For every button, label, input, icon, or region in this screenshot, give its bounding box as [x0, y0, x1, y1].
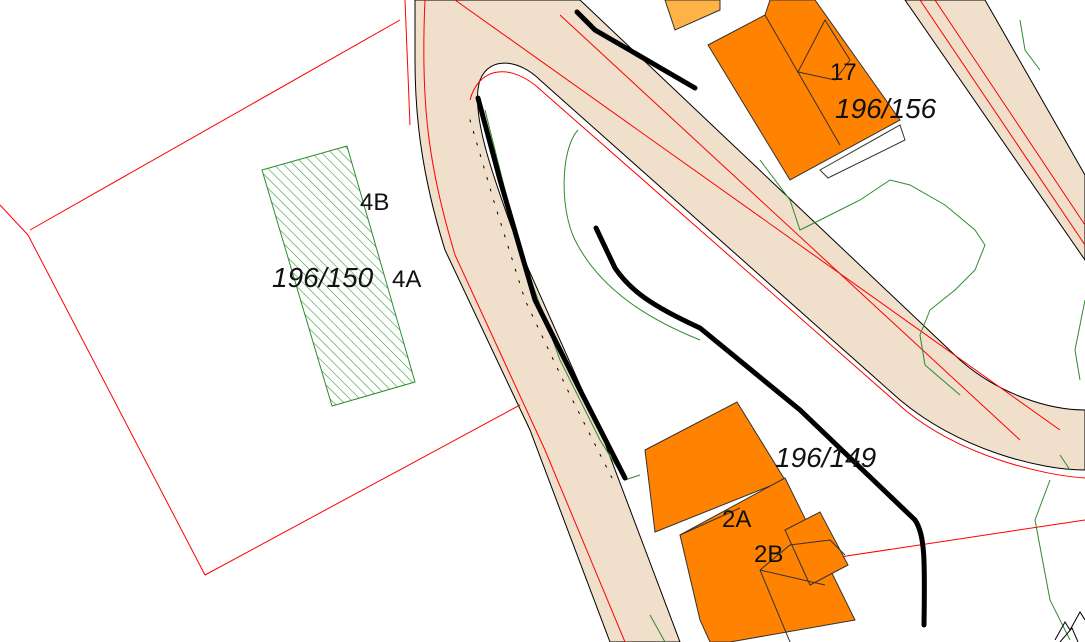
property-boundary-line: [934, 0, 1085, 226]
stair-lines: [1054, 611, 1085, 642]
building-17-annex: [819, 124, 906, 179]
retaining-wall-line: [475, 95, 628, 481]
property-boundary-line: [0, 204, 29, 236]
road-main: [414, 0, 1085, 642]
retaining-wall-line: [593, 225, 927, 628]
building-detail-lines: [679, 14, 851, 642]
parcel-labels: 196/150 196/156 196/149: [272, 93, 937, 473]
property-boundary-line: [27, 234, 206, 576]
property-boundary-line: [469, 71, 1085, 479]
road-layer: [414, 0, 1085, 642]
hatched-area-icon[interactable]: [261, 145, 416, 407]
building-2b[interactable]: [784, 511, 849, 586]
address-label-2a: 2A: [722, 506, 751, 533]
road-upper-right: [904, 0, 1085, 261]
retaining-wall-line: [574, 9, 698, 91]
vegetation-line: [649, 614, 666, 642]
buildings: [644, 0, 906, 642]
property-boundary-line: [559, 14, 1021, 441]
vegetation-line: [1074, 299, 1085, 381]
vegetation-line: [759, 159, 986, 396]
property-boundary-line: [404, 0, 411, 126]
building-2a-lower[interactable]: [679, 477, 856, 642]
building-top-light[interactable]: [664, 0, 721, 31]
retaining-walls: [469, 9, 927, 628]
parcel-label-196-149[interactable]: 196/149: [775, 442, 876, 473]
vegetation-lines: [484, 19, 1085, 642]
address-label-4b: 4B: [360, 189, 389, 216]
vegetation-line: [1034, 479, 1071, 641]
address-label-4a: 4A: [392, 266, 421, 293]
vegetation-line: [1019, 19, 1041, 71]
parcel-label-196-150[interactable]: 196/150: [272, 262, 374, 293]
address-label-17: 17: [830, 59, 857, 86]
parcel-label-196-156[interactable]: 196/156: [835, 93, 937, 124]
retaining-wall-ticks: [469, 119, 613, 479]
property-boundary-line: [919, 0, 1085, 246]
property-boundary-line: [204, 404, 521, 576]
address-label-2b: 2B: [754, 541, 783, 568]
vegetation-line: [1059, 454, 1071, 471]
property-boundary-line: [423, 0, 626, 642]
property-boundary-line: [454, 0, 1061, 431]
vegetation-line: [563, 129, 701, 341]
address-labels: 4B 4A 17 2A 2B: [360, 59, 857, 568]
property-boundary-line: [819, 519, 1085, 561]
property-boundary-line: [29, 19, 401, 231]
